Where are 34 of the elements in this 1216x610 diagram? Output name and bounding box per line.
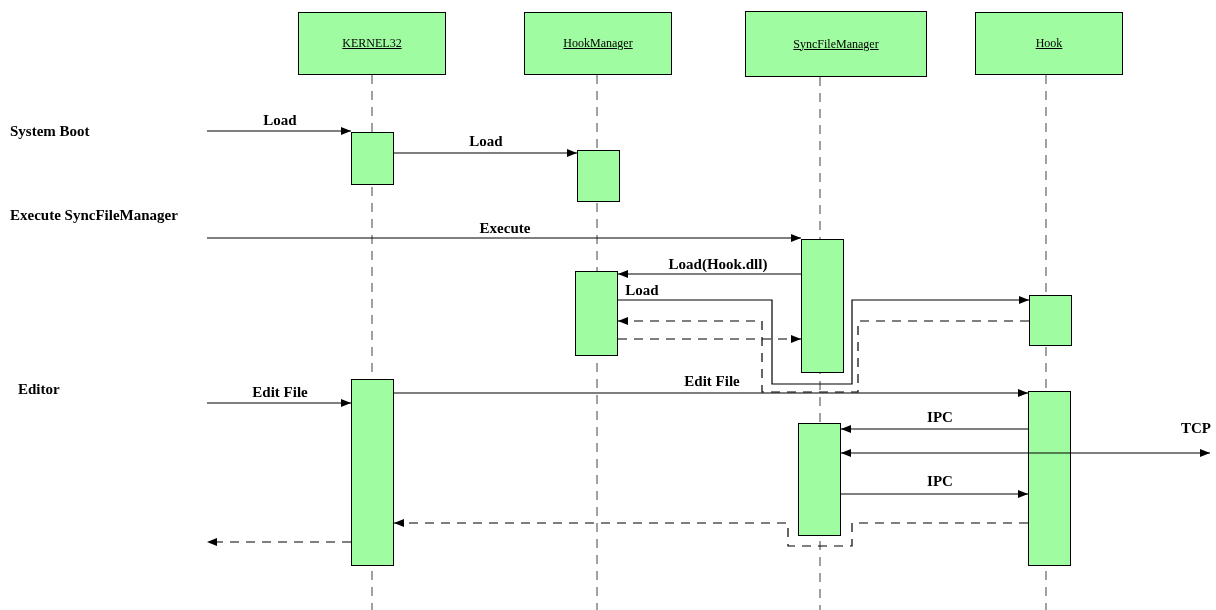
participant-name: SyncFileManager xyxy=(793,36,879,52)
activation-bar xyxy=(798,423,841,536)
activation-bar xyxy=(1029,295,1072,346)
participant-box xyxy=(524,12,672,75)
message-arrow xyxy=(206,127,352,135)
message-arrow xyxy=(206,399,352,407)
activation-bar xyxy=(801,239,844,373)
activation-bar xyxy=(577,150,620,202)
return-arrow xyxy=(617,317,1030,393)
return-arrow xyxy=(617,335,802,343)
participant-box xyxy=(975,12,1123,75)
activation-bar xyxy=(1028,391,1071,566)
message-arrow xyxy=(617,296,1030,385)
activation-bar xyxy=(351,132,394,185)
actor-label: System Boot xyxy=(10,122,91,141)
participant-name: KERNEL32 xyxy=(342,36,402,51)
message-arrow xyxy=(617,270,802,278)
message-arrow xyxy=(840,425,1029,433)
edge-label: Load(Hook.dll) xyxy=(666,256,770,273)
return-arrow xyxy=(393,519,1029,547)
return-arrow xyxy=(206,538,352,546)
actor-label: Execute SyncFileManager xyxy=(10,206,179,225)
activation-bar xyxy=(575,271,618,356)
participant-name: HookManager xyxy=(563,36,633,51)
activation-bar xyxy=(351,379,394,566)
participant-box xyxy=(745,11,927,77)
message-arrow xyxy=(393,389,1029,397)
actor-label: Editor xyxy=(18,380,61,399)
participant-box xyxy=(298,12,446,75)
message-arrow xyxy=(840,449,1211,457)
message-arrow xyxy=(206,234,802,242)
message-arrow xyxy=(393,149,578,157)
participant-name: Hook xyxy=(1035,36,1063,51)
message-arrow xyxy=(840,490,1029,498)
